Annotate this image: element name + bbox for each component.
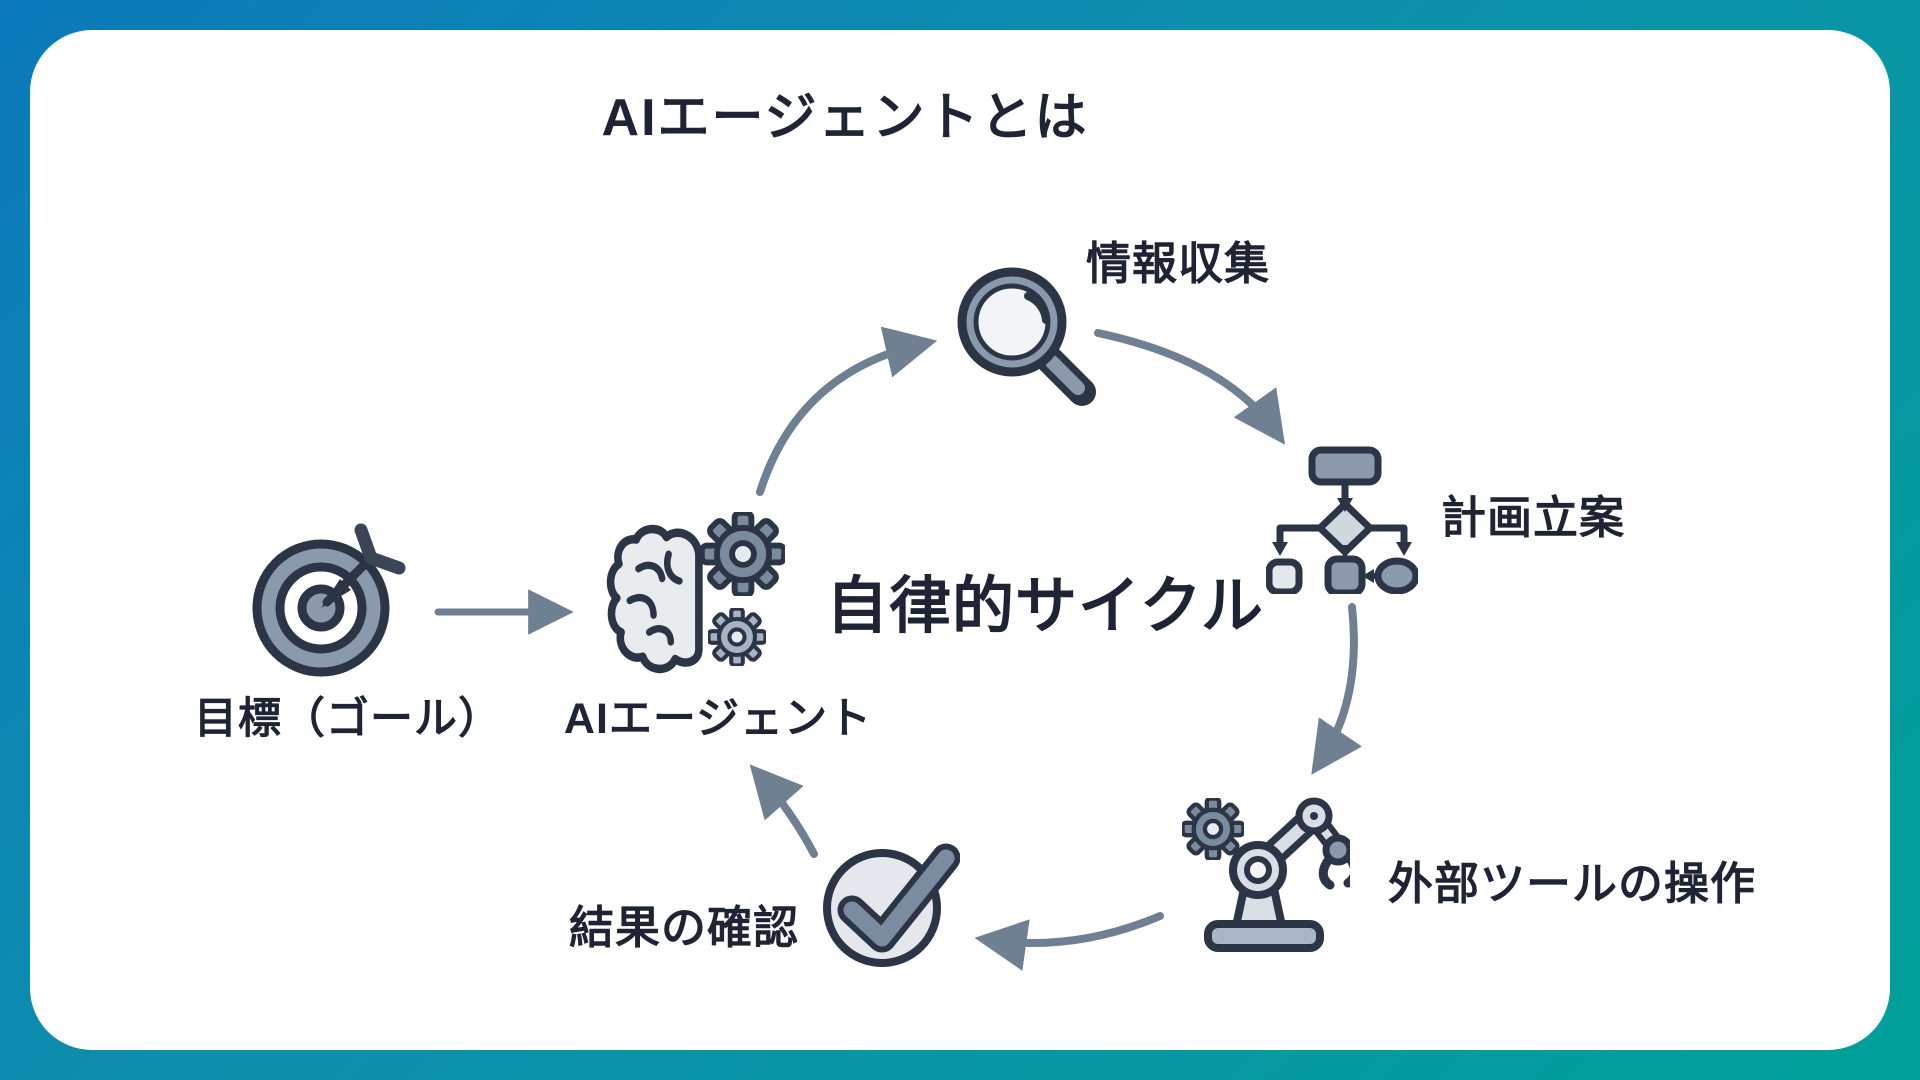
magnifier-icon <box>950 262 1110 417</box>
gather-label: 情報収集 <box>1085 238 1271 289</box>
target-icon <box>243 520 408 685</box>
goal-label: 目標（ゴール） <box>194 695 502 743</box>
plan-label: 計画立案 <box>1440 492 1626 543</box>
tools-label: 外部ツールの操作 <box>1387 858 1757 909</box>
page-title: AIエージェントとは <box>601 89 1089 147</box>
center-cycle-label: 自律的サイクル <box>826 572 1264 641</box>
agent-label: AIエージェント <box>563 695 873 743</box>
diagram-card <box>30 30 1890 1050</box>
robot-arm-icon <box>1178 786 1350 954</box>
flowchart-icon <box>1266 446 1418 594</box>
brain-gears-icon <box>600 506 795 686</box>
check-label: 結果の確認 <box>568 902 800 953</box>
checkmark-icon <box>820 838 960 970</box>
